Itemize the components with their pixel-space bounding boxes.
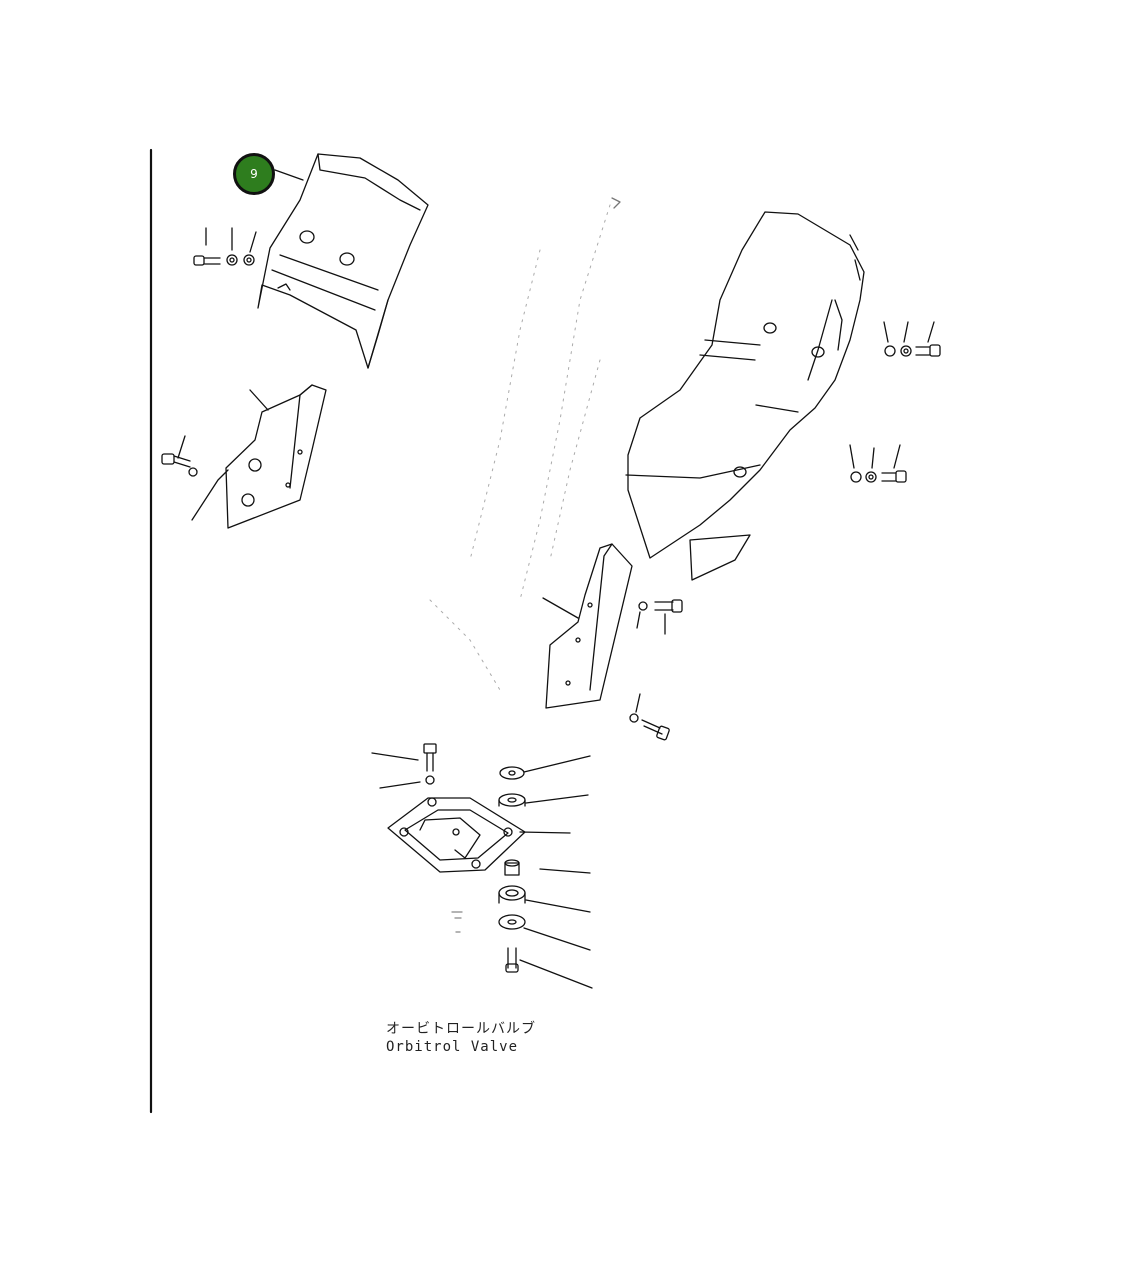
upper-cover-panel [257, 153, 429, 369]
steering-column-hint [429, 204, 611, 691]
valve-mount-group [371, 743, 593, 989]
part-caption: オービトロールバルブ Orbitrol Valve [386, 1020, 536, 1056]
right-shroud-cover [625, 211, 865, 581]
callout-number: 9 [250, 167, 258, 181]
left-bracket-plate [191, 384, 327, 529]
callout-badge-9[interactable]: 9 [233, 153, 275, 195]
fastener-set-center [629, 599, 683, 741]
fastener-set-right-upper [883, 321, 941, 357]
center-bracket-plate [545, 543, 633, 709]
fastener-set-right-lower [849, 444, 907, 483]
fastener-set-left [161, 435, 198, 477]
corner-mark [611, 197, 621, 209]
caption-japanese: オービトロールバルブ [386, 1021, 536, 1037]
fastener-set-top-left [193, 227, 257, 266]
caption-english: Orbitrol Valve [386, 1039, 519, 1055]
callout-leader [274, 169, 304, 181]
